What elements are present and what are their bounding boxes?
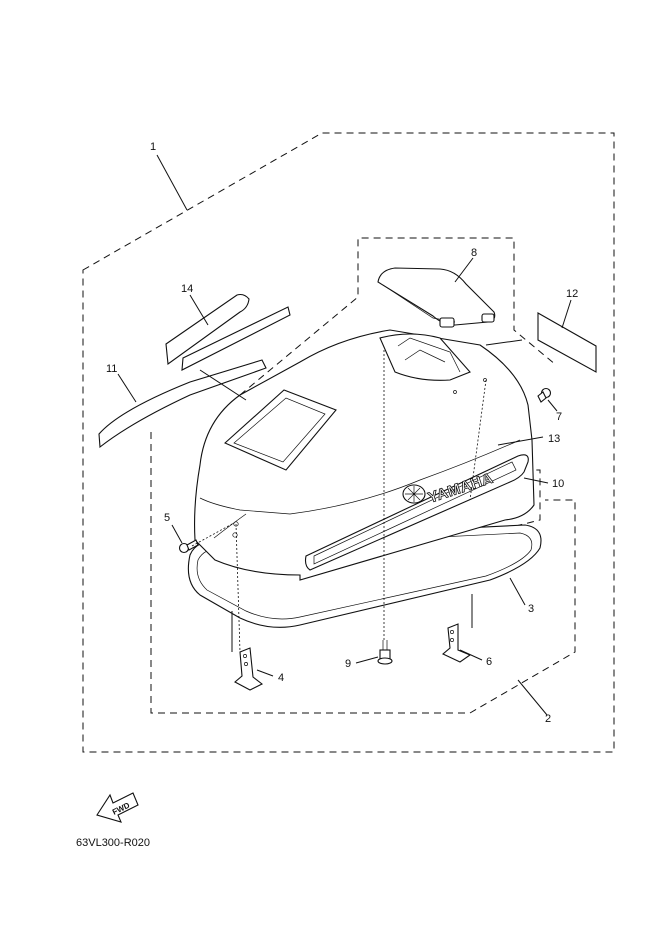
decal-11 bbox=[98, 359, 267, 449]
callout-13: 13 bbox=[548, 433, 560, 445]
callout-1: 1 bbox=[150, 141, 156, 153]
callout-11: 11 bbox=[106, 363, 117, 375]
alignment-lines bbox=[191, 350, 487, 653]
screw-7 bbox=[537, 387, 552, 403]
callout-12: 12 bbox=[566, 288, 578, 300]
callout-10: 10 bbox=[552, 478, 564, 490]
top-cowling bbox=[194, 329, 535, 581]
callout-7: 7 bbox=[556, 411, 562, 423]
bracket-6 bbox=[441, 623, 472, 663]
callout-4: 4 bbox=[278, 672, 284, 684]
callout-6: 6 bbox=[486, 656, 492, 668]
decal-14 bbox=[165, 293, 291, 371]
bolt-9 bbox=[377, 640, 393, 665]
assembly-2-boundary bbox=[150, 432, 576, 714]
callout-9: 9 bbox=[345, 658, 351, 670]
decal-12 bbox=[537, 312, 597, 373]
assembly-1-boundary bbox=[82, 132, 615, 753]
callout-3: 3 bbox=[528, 603, 534, 615]
callout-14: 14 bbox=[181, 283, 193, 295]
top-cover-8 bbox=[377, 267, 496, 328]
screw-5 bbox=[178, 539, 199, 554]
stripe-decal-10 bbox=[304, 454, 529, 571]
callout-8: 8 bbox=[471, 247, 477, 259]
drawing-code: 63VL300-R020 bbox=[76, 837, 150, 849]
callout-2: 2 bbox=[545, 713, 551, 725]
callout-5: 5 bbox=[164, 512, 170, 524]
bracket-4 bbox=[234, 647, 264, 691]
leader-lines bbox=[117, 154, 572, 716]
fwd-arrow-icon: FWD bbox=[96, 792, 139, 823]
assembly-8-boundary bbox=[239, 237, 557, 396]
